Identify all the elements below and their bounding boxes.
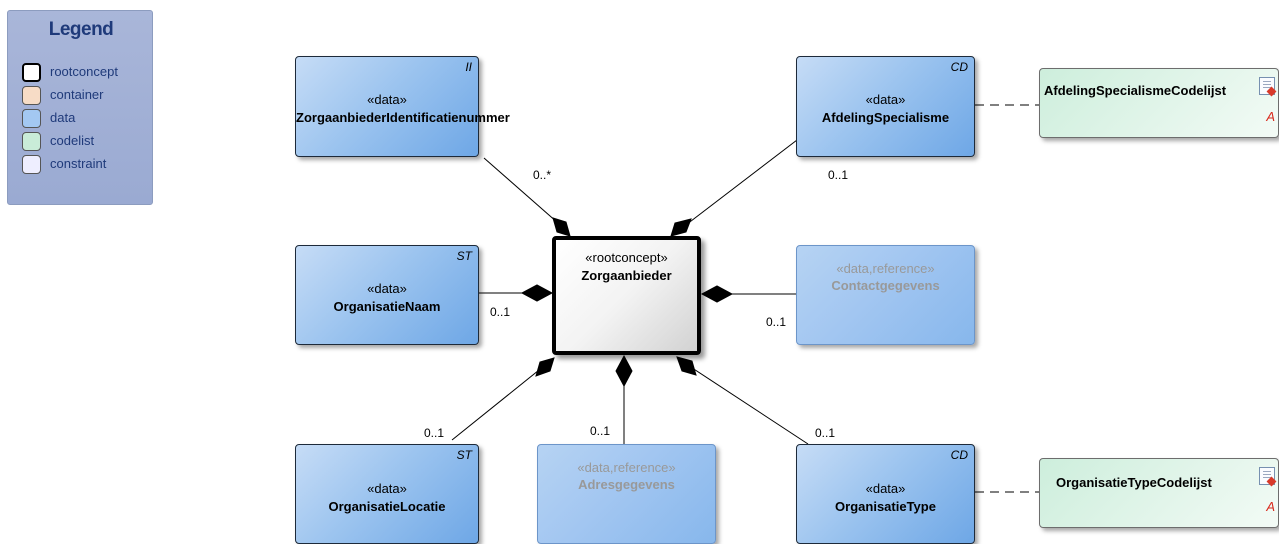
connector-organisatie-type — [676, 357, 809, 445]
type-label: CD — [950, 60, 968, 74]
legend-swatch-rootconcept — [22, 63, 41, 82]
legend-item-data: data — [22, 108, 152, 130]
stereotype-label: «data» — [865, 92, 906, 107]
type-label: II — [465, 60, 472, 74]
class-afdeling-specialisme[interactable]: CD «data» AfdelingSpecialisme — [796, 56, 975, 157]
stereotype-label: «data» — [367, 92, 407, 107]
legend-item-constraint: constraint — [22, 154, 152, 176]
legend-label: rootconcept — [50, 64, 118, 79]
legend-item-codelist: codelist — [22, 131, 152, 153]
composition-diamond — [552, 217, 571, 237]
composition-diamond — [520, 284, 554, 302]
legend-swatch-container — [22, 86, 41, 105]
stereotype-label: «rootconcept» — [585, 250, 668, 265]
stereotype-label: «data» — [367, 481, 407, 496]
type-label: ST — [456, 448, 472, 462]
multiplicity-label: 0..1 — [766, 315, 787, 329]
legend-swatch-data — [22, 109, 41, 128]
type-label: CD — [950, 448, 968, 462]
document-icon — [1259, 467, 1277, 487]
legend-label: codelist — [50, 133, 95, 148]
stereotype-label: «data» — [367, 281, 407, 296]
composition-diamond — [615, 354, 633, 388]
multiplicity-label: 0..* — [533, 168, 552, 182]
class-name: Zorgaanbieder — [581, 268, 672, 283]
abstract-marker: A — [1266, 109, 1275, 124]
class-name: Adresgegevens — [578, 477, 675, 492]
legend-title: Legend — [48, 19, 114, 40]
class-organisatie-naam[interactable]: ST «data» OrganisatieNaam — [295, 245, 479, 345]
class-name: Contactgegevens — [831, 278, 940, 293]
class-organisatie-type[interactable]: CD «data» OrganisatieType — [796, 444, 975, 544]
class-name: OrganisatieType — [835, 499, 936, 514]
legend-item-container: container — [22, 85, 152, 107]
multiplicity-label: 0..1 — [490, 305, 511, 319]
legend-swatch-constraint — [22, 155, 41, 174]
stereotype-label: «data,reference» — [836, 261, 935, 276]
document-icon — [1259, 77, 1277, 97]
class-name: AfdelingSpecialisme — [821, 110, 950, 125]
legend: Legend rootconcept container data codeli… — [7, 10, 153, 205]
class-name: OrganisatieLocatie — [328, 499, 446, 514]
type-label: ST — [456, 249, 472, 263]
class-name: ZorgaanbiederIdentificatienummer — [296, 110, 510, 125]
rootconcept-zorgaanbieder[interactable]: «rootconcept» Zorgaanbieder — [552, 236, 701, 355]
codelist-afdeling-specialisme[interactable]: AfdelingSpecialismeCodelijst A — [1039, 68, 1279, 138]
composition-diamond — [676, 356, 697, 376]
legend-label: container — [50, 87, 104, 102]
composition-diamond — [670, 218, 692, 237]
connector-afdeling-specialisme — [677, 139, 798, 232]
legend-label: constraint — [50, 156, 107, 171]
legend-swatch-codelist — [22, 132, 41, 151]
class-organisatie-locatie[interactable]: ST «data» OrganisatieLocatie — [295, 444, 479, 544]
codelist-name: AfdelingSpecialismeCodelijst — [1044, 83, 1227, 98]
abstract-marker: A — [1266, 499, 1275, 514]
class-name: OrganisatieNaam — [333, 299, 441, 314]
class-contactgegevens[interactable]: «data,reference» Contactgegevens — [796, 245, 975, 345]
legend-label: data — [50, 110, 76, 125]
multiplicity-label: 0..1 — [424, 426, 445, 440]
codelist-organisatie-type[interactable]: OrganisatieTypeCodelijst A — [1039, 458, 1279, 528]
composition-diamond — [700, 285, 734, 303]
multiplicity-label: 0..1 — [815, 426, 836, 440]
multiplicity-label: 0..1 — [590, 424, 611, 438]
composition-diamond — [535, 357, 555, 377]
codelist-name: OrganisatieTypeCodelijst — [1056, 475, 1212, 490]
stereotype-label: «data,reference» — [577, 460, 676, 475]
legend-item-rootconcept: rootconcept — [22, 62, 152, 84]
multiplicity-label: 0..1 — [828, 168, 849, 182]
connector-identificatienummer — [483, 157, 567, 231]
class-adresgegevens[interactable]: «data,reference» Adresgegevens — [537, 444, 716, 544]
class-zorgaanbieder-identificatienummer[interactable]: II «data» ZorgaanbiederIdentificatienumm… — [295, 56, 510, 157]
stereotype-label: «data» — [865, 481, 906, 496]
